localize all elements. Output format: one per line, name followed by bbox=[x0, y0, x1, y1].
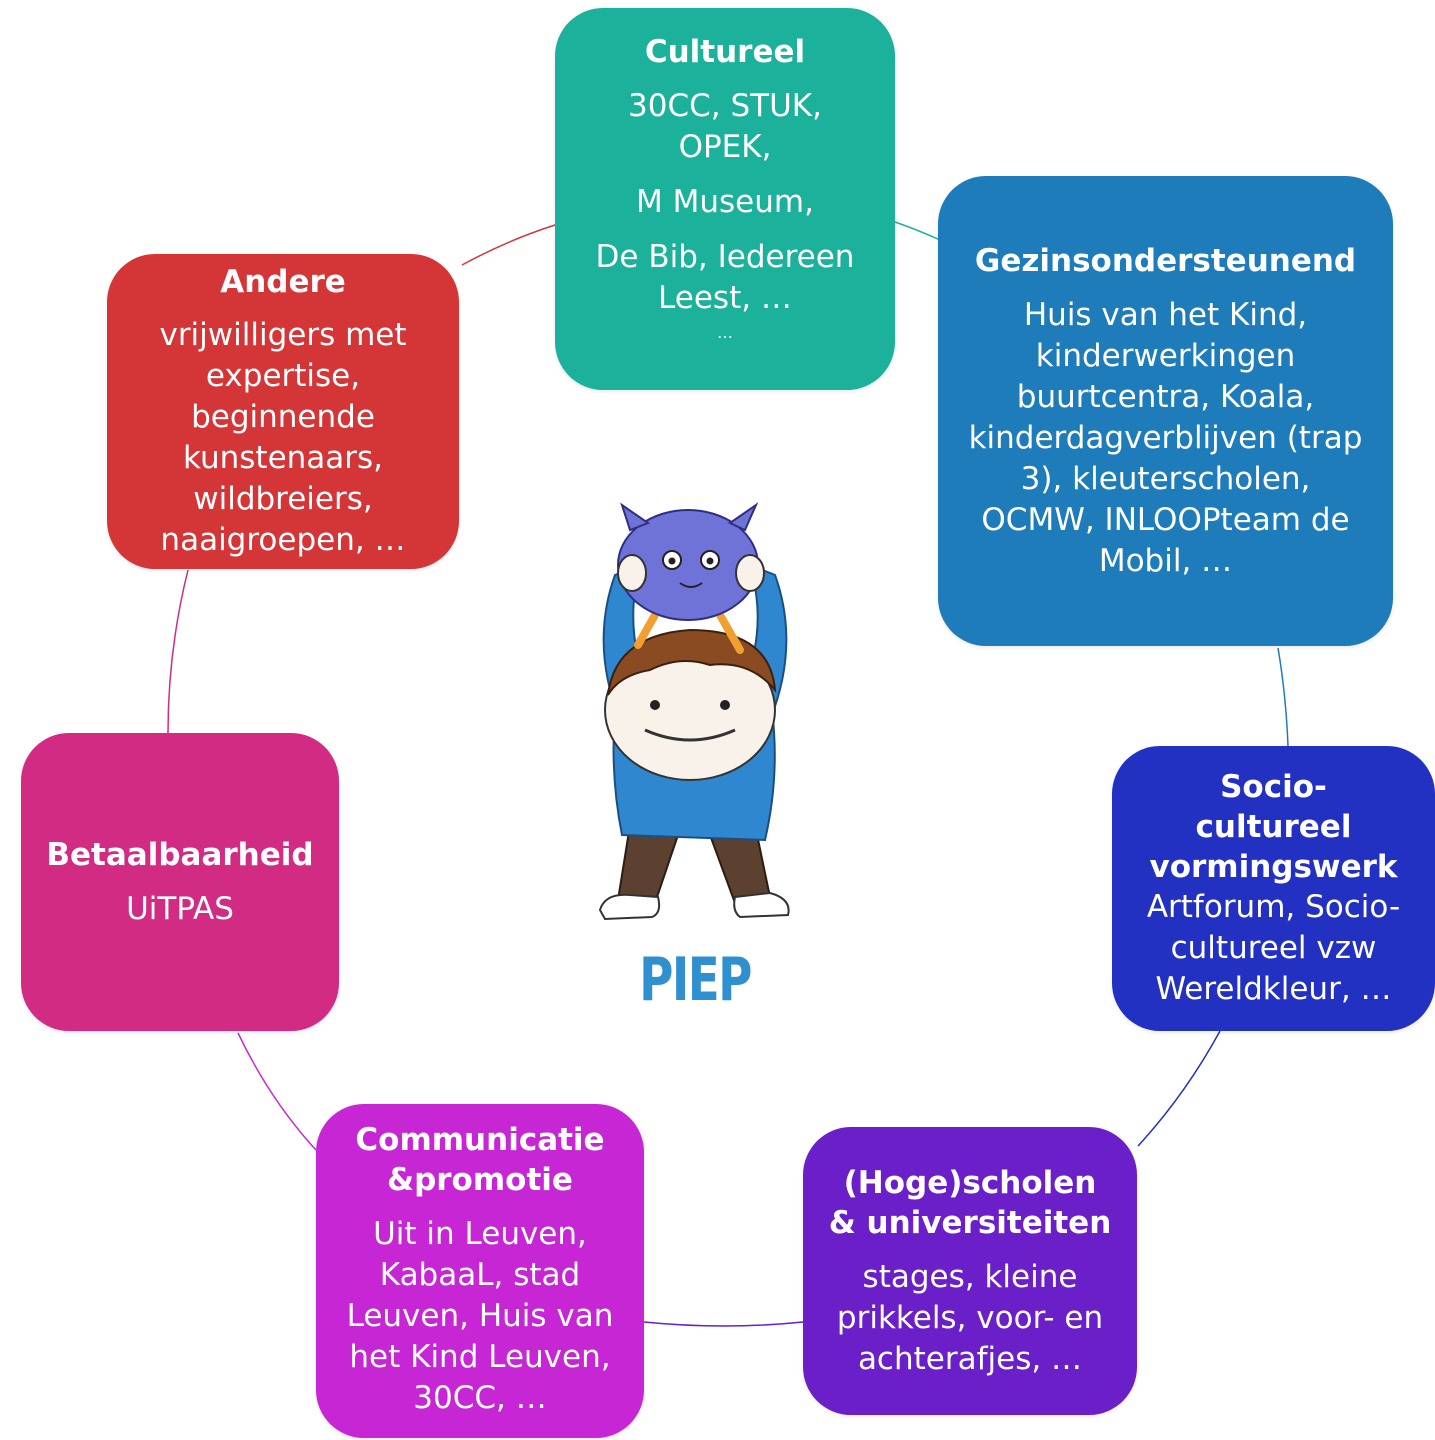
node-body: stages, kleine prikkels, voor- en achter… bbox=[836, 1258, 1104, 1377]
node-body: Uit in Leuven, KabaaL, stad Leuven, Huis… bbox=[346, 1216, 614, 1416]
node-title: Andere bbox=[220, 264, 346, 300]
arc-socio-hoge bbox=[1137, 1030, 1221, 1147]
node-body: vrijwilligers met expertise, beginnende … bbox=[159, 317, 407, 558]
node-betaalbaarheid: Betaalbaarheid UiTPAS bbox=[21, 733, 339, 1031]
node-communicatie: Communicatie &promotie Uit in Leuven, Ka… bbox=[316, 1104, 644, 1438]
node-title: (Hoge)scholen & universiteiten bbox=[828, 1164, 1112, 1241]
node-title: Gezinsondersteunend bbox=[974, 242, 1357, 279]
node-line: De Bib, Iedereen Leest, … bbox=[595, 239, 855, 316]
node-title: Communicatie &promotie bbox=[355, 1122, 605, 1198]
node-title: Betaalbaarheid bbox=[46, 836, 314, 873]
node-line: M Museum, bbox=[636, 184, 814, 220]
arc-andere-cultureel bbox=[461, 224, 556, 266]
piep-mascot-illustration bbox=[598, 502, 790, 921]
node-title: Socio-cultureel vormingswerk bbox=[1149, 769, 1398, 885]
piep-logo: PIEP bbox=[639, 945, 752, 1015]
node-line: 30CC, STUK, OPEK, bbox=[628, 88, 822, 165]
node-line: … bbox=[717, 323, 733, 342]
node-gezinsondersteunend: Gezinsondersteunend Huis van het Kind, k… bbox=[938, 176, 1393, 646]
node-body: Artforum, Socio-cultureel vzw Wereldkleu… bbox=[1146, 889, 1401, 1007]
node-hogescholen: (Hoge)scholen & universiteiten stages, k… bbox=[803, 1127, 1137, 1415]
arc-hoge-comm bbox=[643, 1321, 804, 1327]
node-title: Cultureel bbox=[644, 34, 806, 70]
node-body: Huis van het Kind, kinderwerkingen buurt… bbox=[968, 296, 1363, 579]
node-andere: Andere vrijwilligers met expertise, begi… bbox=[107, 254, 459, 569]
node-cultureel: Cultureel 30CC, STUK, OPEK, M Museum, De… bbox=[555, 8, 895, 390]
node-body: UiTPAS bbox=[126, 890, 234, 927]
arc-comm-betaal bbox=[237, 1032, 317, 1151]
arc-cultureel-gezin bbox=[894, 221, 941, 241]
node-socio-cultureel: Socio-cultureel vormingswerk Artforum, S… bbox=[1112, 746, 1435, 1031]
arc-betaal-andere bbox=[167, 569, 189, 734]
arc-gezin-socio bbox=[1277, 647, 1289, 747]
